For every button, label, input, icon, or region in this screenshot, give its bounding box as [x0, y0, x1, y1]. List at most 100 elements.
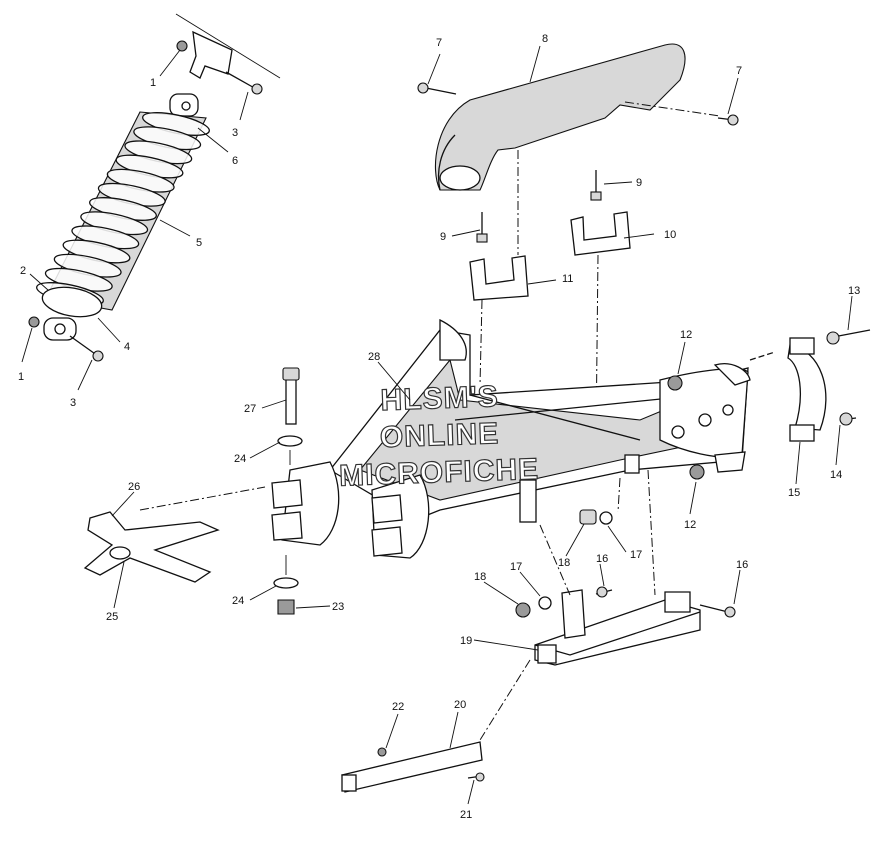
upper-mount-bracket [189, 30, 233, 79]
center-clamp-block-top [371, 494, 403, 524]
bolt-16-right-head [724, 606, 736, 618]
tube-19-tab-left [561, 589, 586, 639]
callout-28: 28 [368, 351, 380, 363]
screw-21-head [475, 772, 485, 782]
callout-20: 20 [454, 699, 466, 711]
cross-bracket-axis [139, 486, 266, 511]
callout-17-right: 17 [630, 549, 642, 561]
callout-24-lower: 24 [232, 595, 244, 607]
nut-bottom [28, 316, 40, 328]
callout-2: 2 [20, 265, 26, 277]
spacer-axis [617, 477, 621, 513]
frame-cross-members [454, 394, 701, 441]
bolt-27-shank [285, 375, 297, 425]
callout-14: 14 [830, 469, 842, 481]
bracket-reference-line [175, 13, 281, 79]
tube-19-end [537, 644, 557, 664]
callout-13: 13 [848, 285, 860, 297]
rear-clamp-ear-top [789, 337, 815, 355]
callout-1-bottom: 1 [18, 371, 24, 383]
callout-4: 4 [124, 341, 130, 353]
bolt-9-left-head [476, 233, 488, 243]
nut-top [176, 40, 188, 52]
callout-labels: 1 1 2 3 3 4 5 6 7 7 8 9 9 10 11 12 12 13… [18, 33, 860, 821]
bolt-7-left-shank [425, 87, 457, 95]
cross-bracket-25 [83, 511, 220, 583]
lower-spring-cup [41, 286, 103, 318]
callout-3-top: 3 [232, 127, 238, 139]
rocker-cover-end [439, 165, 481, 191]
tube-assembly [341, 469, 736, 793]
left-clamp-block-top [271, 479, 303, 509]
rear-clamp [787, 344, 827, 431]
callout-22: 22 [392, 701, 404, 713]
rocker-cover-bend [437, 134, 456, 191]
bolt-16-left-head [596, 586, 608, 598]
shock-lower-eye-hole [54, 323, 66, 335]
rocker-frame [271, 318, 751, 559]
tube-20 [341, 741, 483, 793]
callout-10: 10 [664, 229, 676, 241]
bracket-11 [469, 255, 529, 301]
callout-26: 26 [128, 481, 140, 493]
shock-top-eye [169, 93, 199, 117]
callout-25: 25 [106, 611, 118, 623]
rocker-cover-assembly [417, 43, 739, 191]
callout-3-bottom: 3 [70, 397, 76, 409]
callout-18-right: 18 [558, 557, 570, 569]
bolt-9-right-head [590, 191, 602, 201]
nut-22 [377, 747, 387, 757]
frame-hole-3 [722, 404, 734, 416]
rear-upper-clamp [713, 363, 751, 386]
left-clamp-block-bottom [271, 511, 303, 541]
frame-tab-left [519, 479, 537, 523]
spacer-18 [579, 509, 597, 525]
callout-21: 21 [460, 809, 472, 821]
callout-6: 6 [232, 155, 238, 167]
tab-axis-right [647, 469, 656, 596]
callout-leaders [21, 45, 853, 805]
callout-16-left: 16 [596, 553, 608, 565]
callout-19: 19 [460, 635, 472, 647]
callout-9-left: 9 [440, 231, 446, 243]
watermark-line-2: ONLINE [379, 417, 499, 454]
watermark-line-3: MICROFICHE [339, 453, 540, 493]
bolt-14-head [839, 412, 853, 426]
callout-16-right: 16 [736, 559, 748, 571]
bracket-11-axis [479, 299, 483, 386]
rocker-cover [434, 43, 686, 191]
bolt-7-right-head [727, 114, 739, 126]
frame-tab-right [624, 454, 640, 474]
nut-12-lower [689, 464, 705, 480]
callout-7-left: 7 [436, 37, 442, 49]
bolt-top-head [251, 83, 263, 95]
nut-12-upper [667, 375, 683, 391]
bolt-27-head [282, 367, 300, 381]
shock-spring [36, 112, 210, 306]
washer-17-left [538, 596, 552, 610]
shock-lower-eye [43, 317, 77, 341]
tube-20-end [341, 774, 357, 792]
frame-hole-1 [671, 425, 685, 439]
callout-5: 5 [196, 237, 202, 249]
rear-clamp-dash [749, 351, 776, 361]
center-clamp-block-bottom [371, 526, 403, 557]
callout-7-right: 7 [736, 65, 742, 77]
shock-absorber-assembly [28, 13, 281, 362]
cover-bolt-axis [624, 101, 721, 117]
bracket-10 [570, 211, 631, 256]
nut-23 [277, 599, 295, 615]
callout-24-upper: 24 [234, 453, 246, 465]
bolt-7-left-head [417, 82, 429, 94]
bolt-16-right-shank [699, 604, 729, 613]
washer-24-lower [273, 577, 299, 589]
callout-8: 8 [542, 33, 548, 45]
rear-lower-clamp [714, 451, 746, 473]
shock-top-eye-hole [181, 101, 191, 111]
cross-bracket-center-hole [109, 546, 131, 560]
front-mount-assembly [83, 367, 303, 615]
bolt-bottom-shank [69, 335, 99, 357]
bolt-bottom-head [92, 350, 104, 362]
